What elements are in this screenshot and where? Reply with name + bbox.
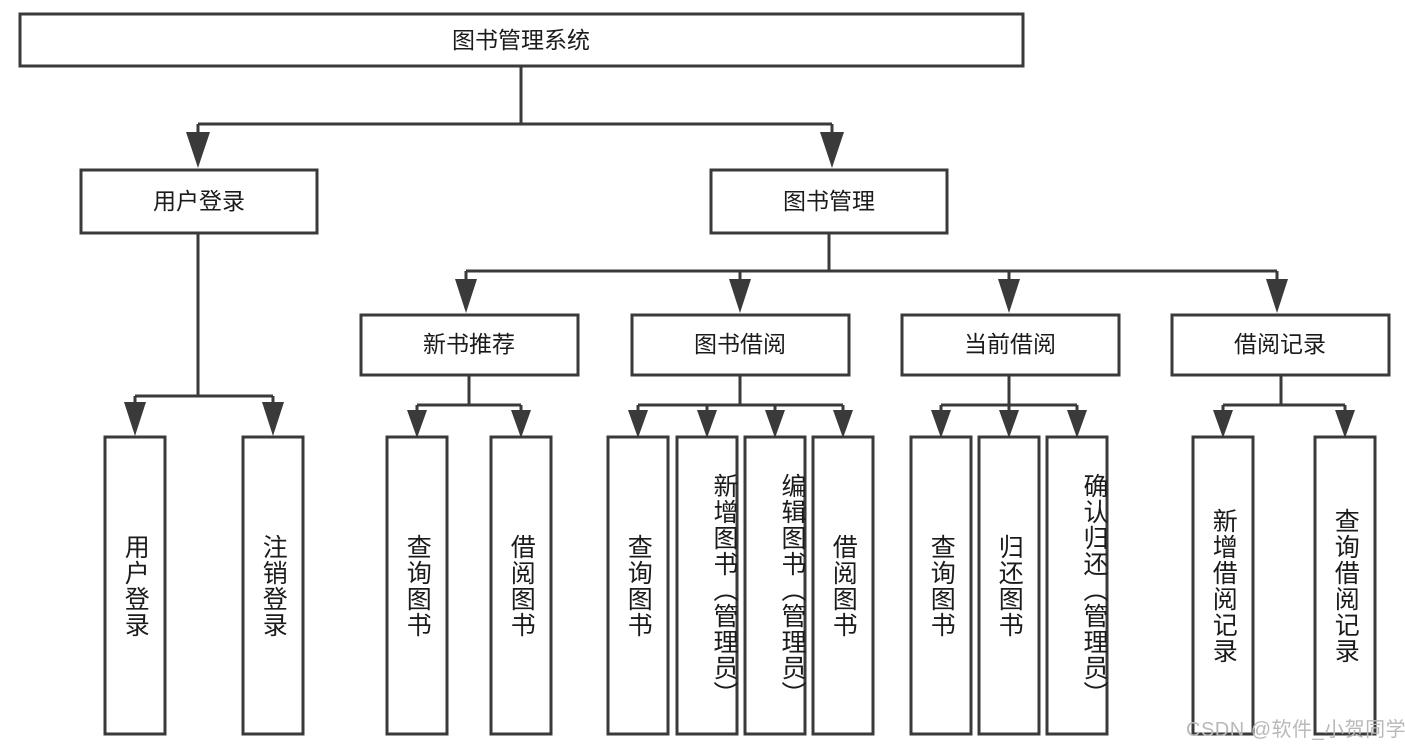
leaf-box-add-record	[1191, 435, 1255, 736]
arrow-head-icon	[833, 410, 853, 438]
arrow-head-icon	[1067, 410, 1087, 438]
leaf-box-query-book-cb	[909, 435, 973, 736]
arrow-head-icon	[765, 410, 785, 438]
node-borrow-record[interactable]	[1170, 313, 1391, 377]
leaf-box-return-book	[977, 435, 1041, 736]
arrow-head-icon	[511, 410, 531, 438]
leaf-box-edit-book	[743, 435, 807, 736]
leaf-box-user-login	[103, 435, 167, 736]
node-label-new-book-recommend: 新书推荐	[423, 331, 515, 357]
arrow-head-icon	[820, 132, 844, 168]
arrow-head-icon	[186, 132, 210, 168]
leaf-box-borrow-book-nb	[489, 435, 553, 736]
node-label-book-borrow: 图书借阅	[694, 331, 786, 357]
arrow-head-icon	[998, 279, 1020, 313]
arrow-head-icon	[1213, 410, 1233, 438]
arrow-head-icon	[262, 402, 284, 436]
leaf-box-add-book	[675, 435, 739, 736]
page-title: 图书管理系统	[452, 27, 590, 53]
leaf-box-confirm-return	[1045, 435, 1109, 736]
leaf-boxes	[103, 435, 1377, 736]
node-label-borrow-record: 借阅记录	[1234, 331, 1326, 357]
arrow-head-icon	[1266, 279, 1288, 313]
arrow-head-icon	[407, 410, 427, 438]
leaf-box-query-book-bb	[606, 435, 670, 736]
leaf-box-logout	[241, 435, 305, 736]
connector-book-borrow-to-leaves	[628, 375, 853, 438]
watermark-text: CSDN @软件_小贺同学	[1186, 719, 1405, 741]
arrow-head-icon	[729, 279, 751, 313]
arrow-head-icon	[455, 279, 477, 313]
connector-user-login-to-leaves	[124, 233, 284, 436]
node-label-book-management: 图书管理	[783, 188, 875, 214]
connector-current-borrow-to-leaves	[931, 375, 1087, 438]
arrow-head-icon	[628, 410, 648, 438]
node-label-user-login: 用户登录	[153, 188, 245, 214]
leaf-box-query-record	[1313, 435, 1377, 736]
node-user-login[interactable]	[79, 168, 319, 235]
arrow-head-icon	[999, 410, 1019, 438]
connector-book-management-to-level3	[455, 233, 1288, 313]
connector-root-to-level2	[186, 66, 844, 168]
arrow-head-icon	[1335, 410, 1355, 438]
leaf-box-query-book-nb	[385, 435, 449, 736]
connector-borrow-record-to-leaves	[1213, 375, 1355, 438]
node-book-borrow[interactable]	[630, 313, 851, 377]
arrow-head-icon	[124, 402, 146, 436]
arrow-head-icon	[697, 410, 717, 438]
connector-new-book-to-leaves	[407, 375, 531, 438]
node-book-management[interactable]	[709, 168, 949, 235]
node-label-current-borrow: 当前借阅	[964, 331, 1056, 357]
leaf-box-borrow-book-bb	[811, 435, 875, 736]
arrow-head-icon	[931, 410, 951, 438]
node-root-system[interactable]	[18, 12, 1025, 68]
